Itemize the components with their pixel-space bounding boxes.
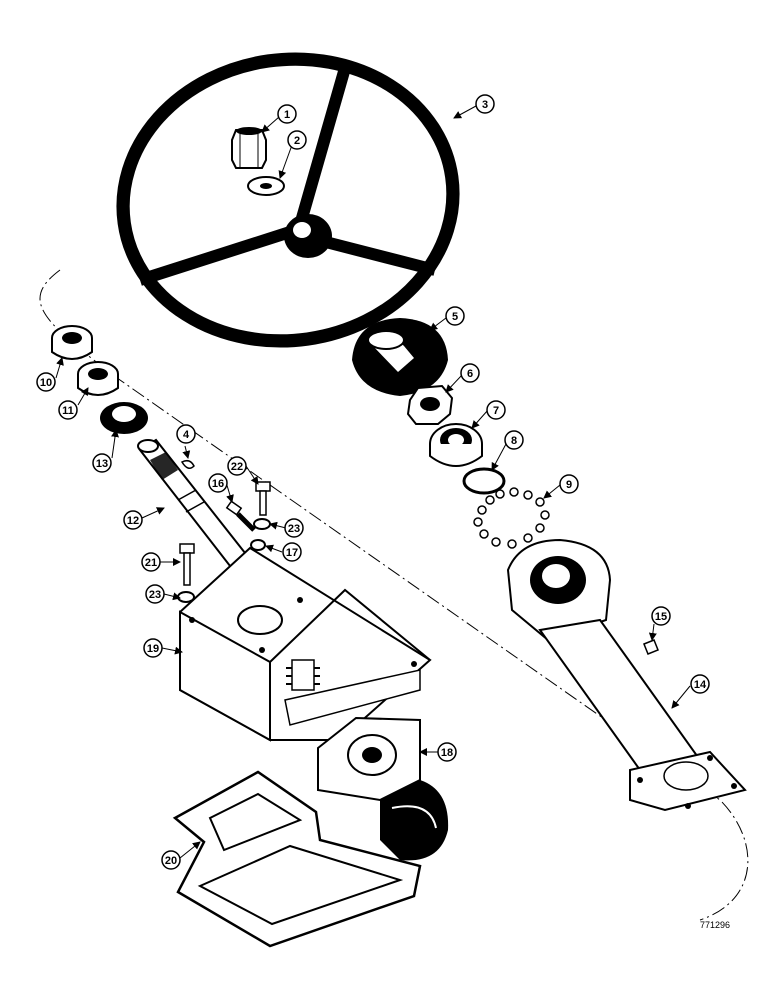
o-ring bbox=[462, 467, 506, 495]
callout-14: 14 bbox=[690, 674, 710, 694]
cup-seal bbox=[100, 402, 148, 434]
ball-bearings bbox=[473, 487, 550, 549]
bolt-22 bbox=[255, 481, 271, 516]
svg-text:5: 5 bbox=[452, 311, 458, 323]
svg-text:16: 16 bbox=[212, 478, 224, 490]
svg-text:1: 1 bbox=[284, 109, 290, 121]
svg-text:14: 14 bbox=[694, 679, 707, 691]
callout-12: 12 bbox=[123, 510, 143, 530]
callout-11: 11 bbox=[58, 400, 78, 420]
callout-3: 3 bbox=[475, 94, 495, 114]
svg-text:8: 8 bbox=[511, 435, 517, 447]
callout-17: 17 bbox=[282, 542, 302, 562]
steering-control-unit bbox=[317, 716, 449, 861]
lock-washer-17 bbox=[250, 539, 266, 551]
woodruff-key bbox=[180, 459, 195, 469]
pinion-gear bbox=[286, 659, 320, 691]
svg-text:18: 18 bbox=[441, 747, 453, 759]
callout-7: 7 bbox=[486, 400, 506, 420]
callout-23-upper: 23 bbox=[284, 518, 304, 538]
bolt-16 bbox=[225, 500, 256, 532]
assembly-centerline bbox=[39, 269, 749, 921]
svg-text:23: 23 bbox=[288, 523, 300, 535]
callout-15: 15 bbox=[651, 606, 671, 626]
grease-fitting bbox=[643, 639, 659, 655]
lock-washer-upper bbox=[253, 518, 271, 530]
callout-19: 19 bbox=[143, 638, 163, 658]
callout-2: 2 bbox=[287, 130, 307, 150]
callout-5: 5 bbox=[445, 306, 465, 326]
callout-9: 9 bbox=[559, 474, 579, 494]
bolt-21 bbox=[179, 543, 195, 586]
svg-text:2: 2 bbox=[294, 135, 300, 147]
svg-text:11: 11 bbox=[62, 405, 74, 417]
hex-nut bbox=[406, 384, 454, 425]
figure-number: 771296 bbox=[700, 920, 731, 930]
callout-10: 10 bbox=[36, 372, 56, 392]
svg-text:4: 4 bbox=[183, 429, 190, 441]
callout-20: 20 bbox=[161, 850, 181, 870]
callout-13: 13 bbox=[92, 453, 112, 473]
svg-text:20: 20 bbox=[165, 855, 177, 867]
svg-text:15: 15 bbox=[655, 611, 667, 623]
callout-4: 4 bbox=[176, 424, 196, 444]
svg-text:21: 21 bbox=[145, 557, 157, 569]
svg-text:3: 3 bbox=[482, 99, 488, 111]
steering-wheel bbox=[116, 52, 460, 348]
svg-text:23: 23 bbox=[149, 589, 161, 601]
callout-18: 18 bbox=[437, 742, 457, 762]
lower-bushing bbox=[77, 361, 119, 396]
callout-23-lower: 23 bbox=[145, 584, 165, 604]
svg-text:6: 6 bbox=[467, 368, 473, 380]
gasket bbox=[172, 770, 422, 948]
svg-text:19: 19 bbox=[147, 643, 159, 655]
callouts: 1 2 3 4 5 6 7 8 9 10 11 12 13 14 15 16 1… bbox=[36, 94, 710, 870]
callout-22: 22 bbox=[227, 456, 247, 476]
column-cap bbox=[352, 318, 448, 396]
column-housing bbox=[506, 538, 747, 812]
callout-8: 8 bbox=[504, 430, 524, 450]
upper-bushing bbox=[51, 325, 93, 360]
svg-text:22: 22 bbox=[231, 461, 243, 473]
bearing-race bbox=[429, 423, 483, 467]
callout-16: 16 bbox=[208, 473, 228, 493]
wheel-washer bbox=[247, 176, 285, 196]
svg-text:12: 12 bbox=[127, 515, 139, 527]
callout-6: 6 bbox=[460, 363, 480, 383]
column-support bbox=[179, 546, 432, 742]
callout-1: 1 bbox=[277, 104, 297, 124]
wheel-nut bbox=[231, 127, 267, 169]
svg-text:17: 17 bbox=[286, 547, 298, 559]
callout-leaders bbox=[55, 105, 691, 859]
svg-text:9: 9 bbox=[566, 479, 572, 491]
svg-text:10: 10 bbox=[40, 377, 52, 389]
svg-text:7: 7 bbox=[493, 405, 499, 417]
callout-21: 21 bbox=[141, 552, 161, 572]
svg-text:13: 13 bbox=[96, 458, 108, 470]
